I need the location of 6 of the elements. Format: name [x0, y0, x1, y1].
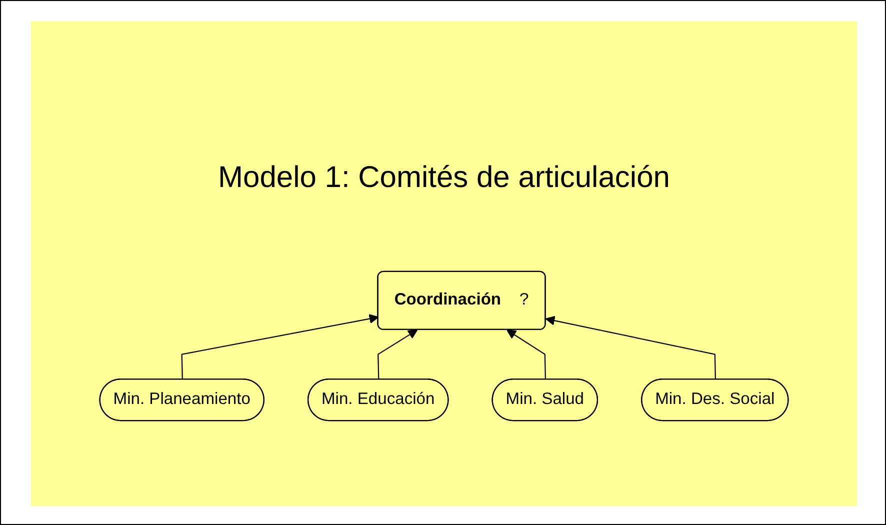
- title: Modelo 1: Comités de articulación: [217, 161, 671, 195]
- arrow: [181, 314, 379, 380]
- arrow: [378, 330, 418, 380]
- arrow: [506, 330, 546, 380]
- arrow: [545, 316, 716, 380]
- slide-background: Modelo 1: Comités de articulación Coordinación ? Min. Planeamiento Min. Educación Min. Salud Min. Des. Social: [31, 21, 857, 506]
